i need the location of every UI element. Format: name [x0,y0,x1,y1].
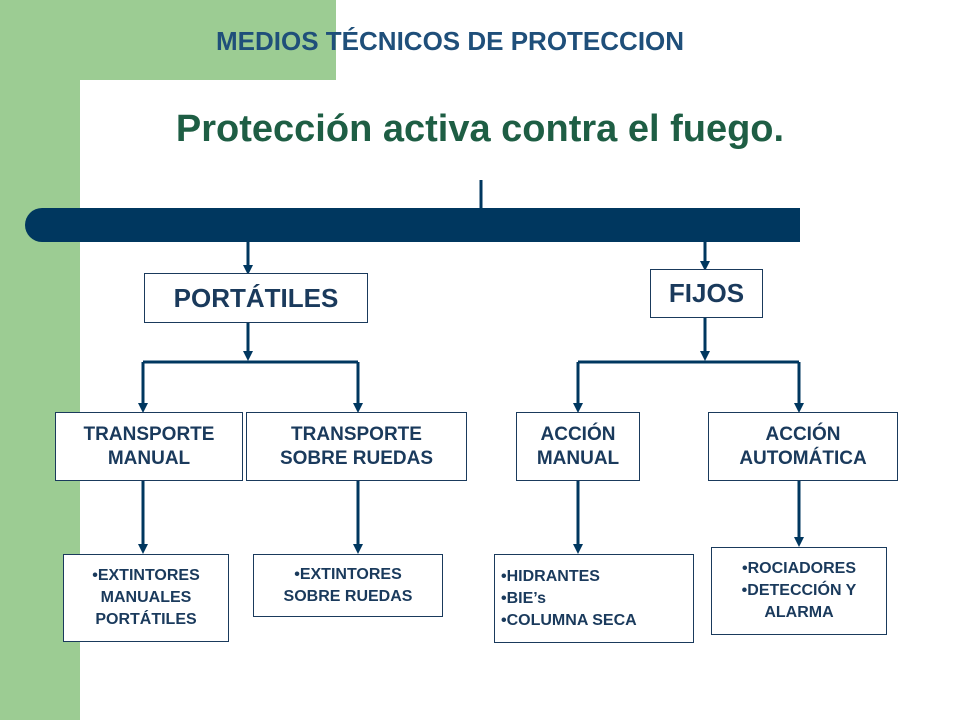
list-item: ALARMA [764,604,834,621]
label-line: TRANSPORTE [83,423,215,445]
label-line: SOBRE RUEDAS [279,447,434,469]
header-title: MEDIOS TÉCNICOS DE PROTECCION [216,26,685,56]
slide-title: Protección activa contra el fuego. [175,108,785,150]
box-extintores-ruedas: •EXTINTORES SOBRE RUEDAS [253,554,443,617]
box-extintores-manuales: •EXTINTORES MANUALES PORTÁTILES [63,554,229,642]
list-item: PORTÁTILES [95,611,197,628]
box-hidrantes: •HIDRANTES •BIE’s •COLUMNA SECA [494,554,694,643]
label-line: ACCIÓN [540,423,616,445]
list-item: SOBRE RUEDAS [283,587,413,605]
label-line: ACCIÓN [765,423,841,445]
list-item: •EXTINTORES [92,567,200,584]
list-item: •ROCIADORES [741,560,857,577]
green-top-band [0,0,336,80]
box-fijos: FIJOS [650,269,763,318]
box-accion-automatica: ACCIÓN AUTOMÁTICA [708,412,898,481]
list-item: •HIDRANTES [501,567,600,585]
label-line: MANUAL [536,447,620,469]
box-portatiles-label: PORTÁTILES [173,282,339,313]
label-line: TRANSPORTE [291,423,422,445]
box-fijos-label: FIJOS [668,278,745,308]
box-accion-manual: ACCIÓN MANUAL [516,412,640,481]
box-transporte-ruedas: TRANSPORTE SOBRE RUEDAS [246,412,467,481]
main-bar [25,208,800,242]
list-item: •EXTINTORES [294,565,402,583]
box-rociadores: •ROCIADORES •DETECCIÓN Y ALARMA [711,547,887,635]
list-item: •DETECCIÓN Y [741,582,857,599]
label-line: MANUAL [107,447,191,469]
label-line: AUTOMÁTICA [739,447,867,469]
box-transporte-manual: TRANSPORTE MANUAL [55,412,243,481]
list-item: •COLUMNA SECA [501,611,637,629]
list-item: •BIE’s [501,589,547,607]
box-portatiles: PORTÁTILES [144,273,368,323]
list-item: MANUALES [100,589,192,606]
